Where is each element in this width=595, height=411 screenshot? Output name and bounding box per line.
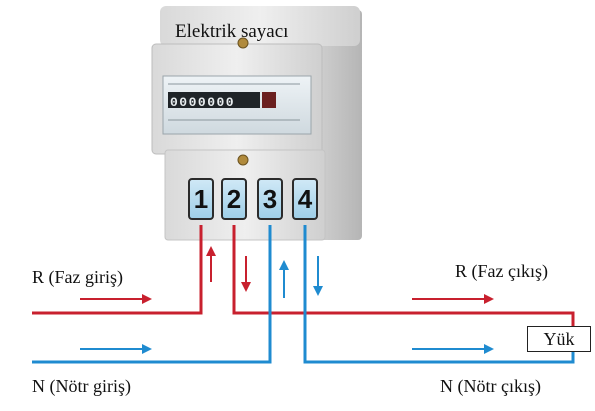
neutral-output-wire bbox=[303, 225, 575, 364]
terminal-3: 3 bbox=[257, 178, 283, 220]
neutral-wiring bbox=[32, 225, 575, 364]
flow-arrows bbox=[80, 246, 494, 354]
load-box: Yük bbox=[527, 326, 591, 352]
phase-output-wire bbox=[232, 225, 575, 336]
label-neutral-output: N (Nötr çıkış) bbox=[440, 376, 541, 396]
neutral-input-wire bbox=[32, 225, 272, 364]
label-phase-input: R (Faz giriş) bbox=[32, 267, 123, 287]
diagram-title: Elektrik sayacı bbox=[175, 21, 289, 42]
meter-digit-window bbox=[168, 92, 260, 108]
meter-screw-top bbox=[237, 37, 249, 49]
phase-wiring bbox=[32, 225, 575, 336]
terminal-2: 2 bbox=[221, 178, 247, 220]
meter-top bbox=[160, 6, 360, 46]
meter-reading: 0000000 bbox=[170, 95, 236, 110]
meter-kwh-window bbox=[262, 92, 276, 108]
meter-right-side bbox=[318, 10, 362, 240]
terminal-4: 4 bbox=[292, 178, 318, 220]
label-neutral-input: N (Nötr giriş) bbox=[32, 376, 131, 396]
label-phase-output: R (Faz çıkış) bbox=[455, 261, 548, 281]
phase-input-wire bbox=[32, 225, 203, 315]
meter-screw-bottom bbox=[237, 154, 249, 166]
terminal-1: 1 bbox=[188, 178, 214, 220]
electricity-meter bbox=[151, 6, 362, 241]
